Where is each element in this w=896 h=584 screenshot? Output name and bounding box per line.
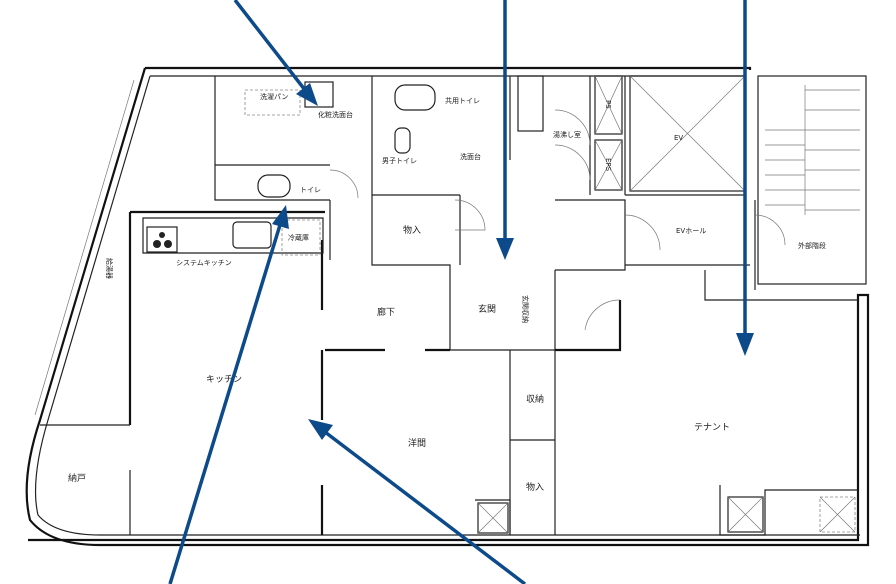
laundry-pan xyxy=(244,89,301,116)
door-swings xyxy=(329,109,786,331)
label-ps: PS xyxy=(604,100,612,109)
fridge-space xyxy=(281,219,321,256)
label-western-room: 洋間 xyxy=(408,437,426,449)
label-storage-1: 物入 xyxy=(403,224,421,236)
label-ev-hall: EVホール xyxy=(676,227,706,235)
ps-shaft xyxy=(594,75,623,135)
outer-wall xyxy=(25,66,870,547)
callout-arrow xyxy=(233,0,318,106)
shaft-box-dashed xyxy=(819,496,856,533)
label-corridor: 廊下 xyxy=(377,306,395,318)
stair-treads xyxy=(765,85,860,215)
label-storeroom: 納戸 xyxy=(68,472,86,484)
label-fridge: 冷蔵庫 xyxy=(288,233,309,242)
shared-toilet-fixture xyxy=(394,84,436,111)
callout-arrow xyxy=(496,0,514,260)
label-laundry-pan: 洗濯パン xyxy=(260,92,288,101)
label-ev: EV xyxy=(674,134,683,142)
shaft-box xyxy=(727,496,764,533)
label-eps: EPS xyxy=(604,158,612,172)
burner-icon xyxy=(159,232,165,238)
toilet-fixture xyxy=(257,174,291,198)
eps-shaft xyxy=(594,139,623,191)
label-entrance: 玄関 xyxy=(478,303,496,315)
label-closet: 収納 xyxy=(526,393,544,405)
kitchen-sink xyxy=(232,221,272,249)
label-shared-toilet: 共用トイレ xyxy=(445,96,480,105)
callout-arrow xyxy=(168,205,289,584)
interior-walls xyxy=(40,76,858,536)
label-system-kitchen: システムキッチン xyxy=(176,259,232,267)
label-washbasin: 洗面台 xyxy=(460,152,481,161)
callout-arrow xyxy=(308,419,527,584)
label-entrance-storage: 玄関収納 xyxy=(521,295,530,323)
label-external-stairs: 外部階段 xyxy=(798,241,826,250)
stove xyxy=(146,226,178,253)
label-tenant: テナント xyxy=(694,422,730,433)
label-vanity: 化粧洗面台 xyxy=(318,110,353,119)
kettle-sink xyxy=(517,75,544,132)
label-storage-2: 物入 xyxy=(526,481,544,493)
label-mens-toilet: 男子トイレ xyxy=(382,157,417,165)
label-water-heater: 給湯器 xyxy=(105,258,114,279)
burner-icon xyxy=(153,240,161,248)
label-kitchen: キッチン xyxy=(206,374,242,385)
outer-wall-inner xyxy=(34,75,860,536)
facade-line xyxy=(34,79,135,416)
label-toilet: トイレ xyxy=(300,186,321,194)
external-stair-box xyxy=(757,75,867,285)
shaft-box-2 xyxy=(477,502,509,534)
burner-icon xyxy=(164,240,172,248)
urinal xyxy=(394,127,411,154)
callout-arrow xyxy=(736,0,754,356)
label-kettle-room: 湯沸し室 xyxy=(553,130,581,139)
